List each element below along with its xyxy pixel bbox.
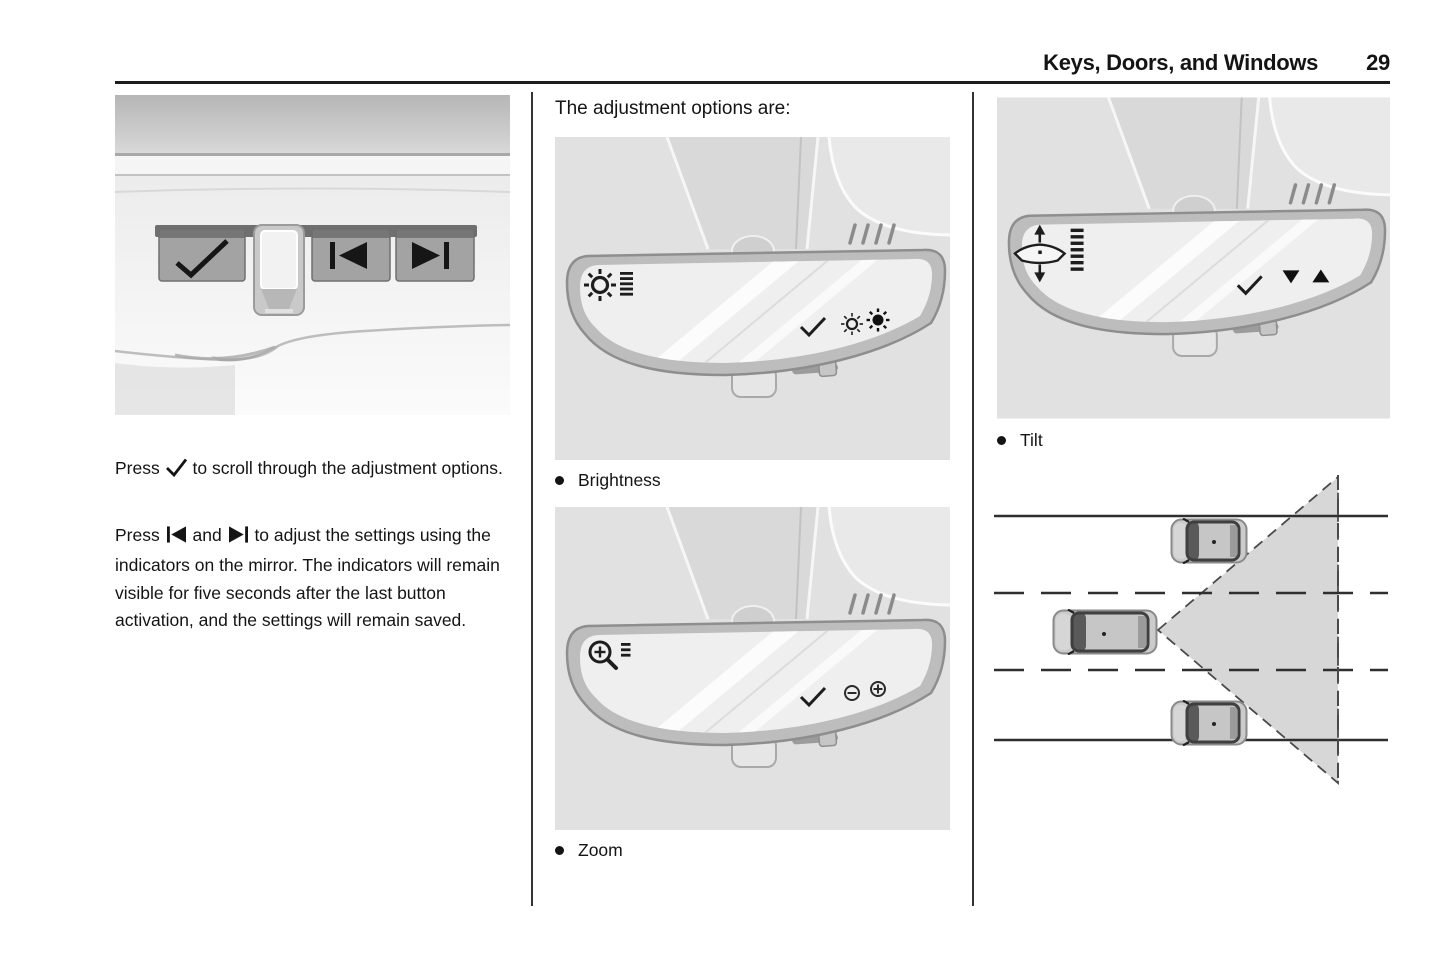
- page-number: 29: [1366, 50, 1390, 75]
- page-header: Keys, Doors, and Windows 29: [115, 50, 1390, 76]
- option-brightness: Brightness: [555, 468, 661, 492]
- check-button-graphic: [158, 228, 246, 282]
- skip-back-icon: [330, 242, 367, 269]
- mirror-sensor-graphic: [253, 224, 305, 316]
- figure-brightness-mirror: [555, 137, 950, 460]
- bright-sun-icon: [866, 308, 890, 332]
- bullet-dot: [555, 845, 564, 855]
- zoom-out-icon: [844, 685, 860, 701]
- mirror-indicators: [799, 681, 886, 708]
- column-divider-right: [972, 92, 974, 906]
- skip-back-icon: [165, 525, 188, 553]
- check-icon: [175, 239, 229, 279]
- check-icon: [165, 457, 188, 486]
- figure-tilt-mirror: [997, 97, 1390, 419]
- bullet-dot: [555, 475, 564, 485]
- instruction-scroll-options: Press to scroll through the adjustment o…: [115, 455, 507, 486]
- camera-field-of-view-triangle: [1156, 475, 1339, 785]
- figure-camera-field-of-view: [990, 463, 1390, 793]
- adjustment-options-intro: The adjustment options are:: [555, 98, 791, 119]
- option-zoom: Zoom: [555, 838, 623, 862]
- skip-back-button-graphic: [311, 228, 391, 282]
- check-icon: [799, 316, 827, 338]
- dim-sun-icon: [841, 313, 863, 335]
- check-icon: [799, 686, 827, 708]
- figure-mirror-button-pad: [115, 95, 510, 415]
- column-divider-left: [531, 92, 533, 906]
- skip-forward-icon: [227, 525, 250, 553]
- vehicle-right-lane: [1170, 700, 1248, 746]
- host-vehicle: [1052, 609, 1158, 655]
- tilt-down-icon: [1282, 270, 1300, 284]
- mirror-indicators: [1236, 269, 1330, 296]
- tilt-level-icon: [1013, 224, 1084, 283]
- brightness-level-icon: [584, 269, 633, 301]
- mirror-indicators: [799, 308, 890, 338]
- skip-forward-icon: [412, 242, 449, 269]
- figure-zoom-mirror: [555, 507, 950, 830]
- skip-forward-button-graphic: [395, 228, 475, 282]
- zoom-in-icon: [870, 681, 886, 697]
- bullet-dot: [997, 435, 1006, 445]
- tilt-up-icon: [1312, 269, 1330, 283]
- zoom-level-icon: [588, 640, 631, 670]
- instruction-adjust-settings: Press and to adjust the settings using t…: [115, 524, 500, 631]
- check-icon: [1236, 275, 1263, 296]
- chapter-title: Keys, Doors, and Windows: [1043, 50, 1319, 75]
- vehicle-left-lane: [1170, 518, 1248, 564]
- header-rule: [115, 81, 1390, 84]
- option-tilt: Tilt: [997, 428, 1043, 452]
